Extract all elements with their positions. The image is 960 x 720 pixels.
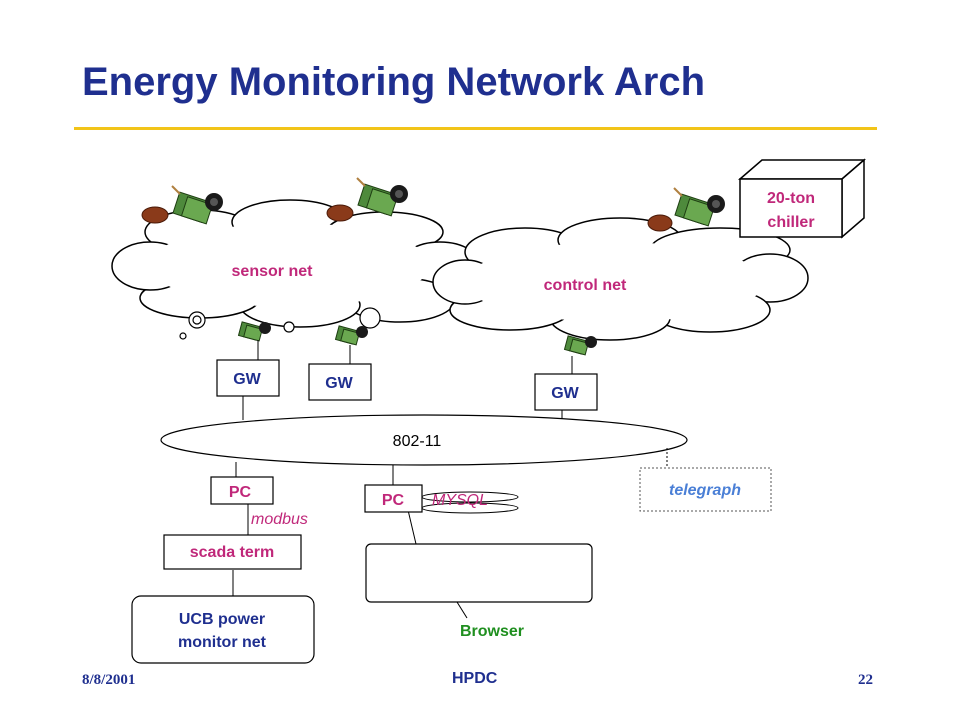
slide-title: Energy Monitoring Network Arch <box>82 60 706 104</box>
gateway-box-3: GW <box>534 373 598 411</box>
network-label: 802-11 <box>393 433 442 450</box>
scada-term-label: scada term <box>190 544 275 561</box>
gateway-box-1: GW <box>216 359 280 397</box>
mote-board-icon <box>141 185 223 225</box>
footer-date: 8/8/2001 <box>82 672 136 688</box>
ucb-label-line2: monitor net <box>178 634 267 651</box>
pc-box-2: PC <box>364 484 423 513</box>
pc-1-label: PC <box>229 484 252 501</box>
telegraph-label: telegraph <box>669 482 741 499</box>
network-links <box>232 462 468 619</box>
wireless-network-ellipse <box>160 414 688 466</box>
pc-2-label: PC <box>382 492 405 509</box>
browser-label: Browser <box>460 623 524 640</box>
control-net-label: control net <box>544 277 627 294</box>
footer-page-number: 22 <box>858 672 873 688</box>
mote-board-icon <box>237 321 271 342</box>
thought-bubbles <box>179 307 381 340</box>
ucb-power-monitor-box: UCB power monitor net <box>131 595 315 664</box>
scada-term-box: scada term <box>163 534 302 570</box>
mote-board-icon <box>647 187 725 232</box>
gateway-3-label: GW <box>551 385 579 402</box>
browser-box <box>365 543 593 603</box>
ucb-label-line1: UCB power <box>179 611 265 628</box>
mote-board-icon <box>563 335 597 356</box>
chiller-box <box>737 158 867 239</box>
chiller-label-line2: chiller <box>767 214 814 231</box>
footer-conference: HPDC <box>452 670 498 687</box>
mote-board-icon <box>326 177 408 222</box>
chiller-label-line1: 20-ton <box>767 190 815 207</box>
gateway-1-label: GW <box>233 371 261 388</box>
title-underline <box>74 127 877 130</box>
pc-box-1: PC <box>210 476 274 505</box>
gateway-box-2: GW <box>308 363 372 401</box>
sensor-net-label: sensor net <box>232 263 314 280</box>
mote-board-icon <box>334 325 368 346</box>
modbus-label: modbus <box>251 511 308 528</box>
gateway-2-label: GW <box>325 375 353 392</box>
telegraph-box <box>639 467 772 512</box>
mysql-database-icon <box>421 491 519 514</box>
mysql-label: MYSQL <box>432 492 488 509</box>
control-net-cloud <box>432 217 809 341</box>
